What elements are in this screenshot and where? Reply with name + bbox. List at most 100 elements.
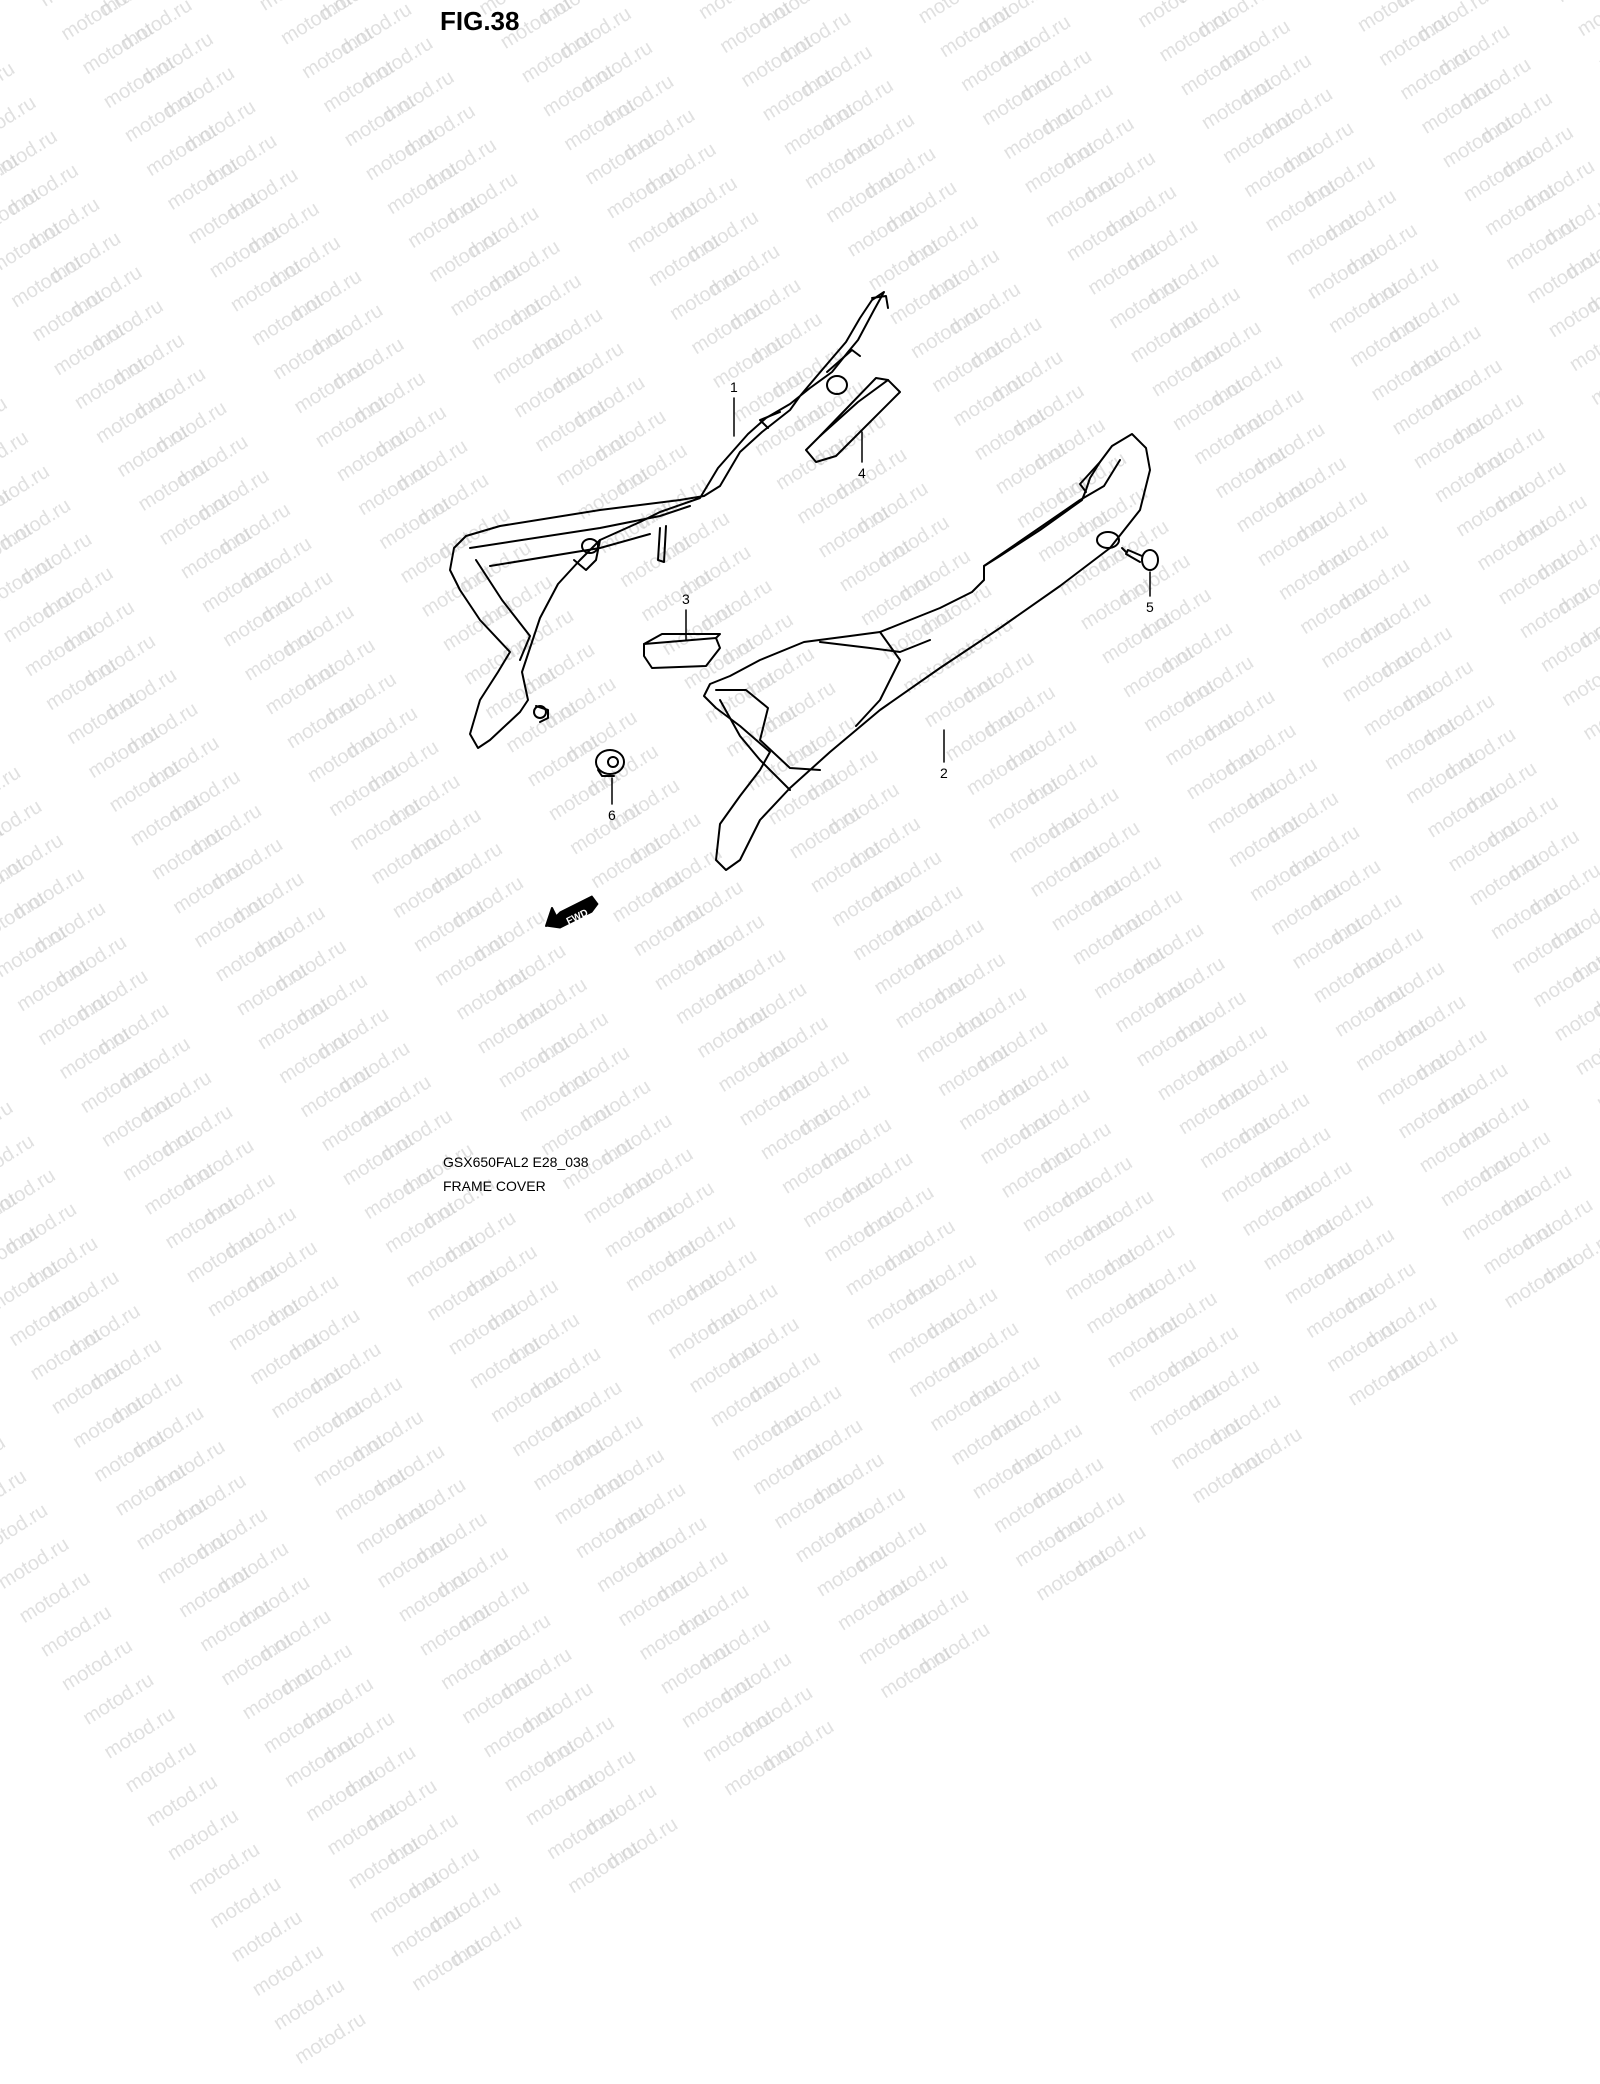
watermark-text: motod.ru [1086, 1363, 1185, 1446]
watermark-text: motod.ru [1221, 1232, 1320, 1315]
callout-1: 1 [730, 379, 738, 395]
part-pad-4 [806, 378, 900, 462]
watermark-text: motod.ru [228, 1380, 327, 1463]
watermark-text: motod.ru [79, 1662, 178, 1745]
part-grommet-6 [596, 750, 624, 776]
watermark-text: motod.ru [455, 1569, 554, 1652]
watermark-text: motod.ru [348, 1919, 447, 2002]
watermark-text: motod.ru [604, 1287, 703, 1370]
watermark-text: motod.ru [66, 1293, 165, 1376]
watermark-text: motod.ru [341, 1734, 440, 1817]
watermark-text: motod.ru [816, 1626, 915, 1709]
watermark-text: motod.ru [596, 1622, 695, 1705]
watermark-text: motod.ru [738, 1675, 837, 1758]
watermark-text: motod.ru [1419, 1202, 1518, 1285]
section-name: FRAME COVER [443, 1178, 546, 1194]
watermark-text: motod.ru [16, 1560, 115, 1643]
leader-lines [612, 398, 1150, 804]
watermark-text: motod.ru [1022, 1261, 1121, 1344]
watermark-text: motod.ru [0, 1492, 72, 1575]
watermark-text: motod.ru [603, 1806, 702, 1889]
watermark-text: motod.ru [887, 1393, 986, 1476]
watermark-text: motod.ru [880, 1208, 979, 1291]
watermark-text: motod.ru [0, 1425, 30, 1508]
watermark-text: motod.ru [172, 1463, 271, 1546]
watermark-text: motod.ru [369, 1953, 468, 2036]
watermark-text: motod.ru [795, 1592, 894, 1675]
watermark-text: motod.ru [115, 1545, 214, 1628]
watermark-text: motod.ru [1362, 1285, 1461, 1368]
watermark-text: motod.ru [490, 1452, 589, 1535]
watermark-text: motod.ru [830, 1476, 929, 1559]
watermark-text: motod.ru [681, 1758, 780, 1841]
watermark-text: motod.ru [1227, 1416, 1326, 1499]
watermark-text: motod.ru [802, 1257, 901, 1340]
watermark-text: motod.ru [243, 1230, 342, 1313]
watermark-text: motod.ru [23, 1225, 122, 1308]
watermark-text: motod.ru [639, 1690, 738, 1773]
watermark-text: motod.ru [462, 1753, 561, 1836]
watermark-text: motod.ru [356, 1584, 455, 1667]
watermark-text: motod.ru [363, 1249, 462, 1332]
watermark-text: motod.ru [562, 1219, 661, 1302]
watermark-text: motod.ru [0, 1274, 44, 1357]
watermark-text: motod.ru [575, 1588, 674, 1671]
watermark-text: motod.ru [406, 1317, 505, 1400]
watermark-text: motod.ru [271, 1448, 370, 1531]
watermark-text: motod.ru [674, 1573, 773, 1656]
exploded-diagram: FWD 1 2 3 4 5 6 [0, 0, 1600, 1200]
watermark-text: motod.ru [427, 1350, 526, 1433]
watermark-text: motod.ru [1008, 1412, 1107, 1495]
watermark-text: motod.ru [986, 1378, 1085, 1461]
watermark-text: motod.ru [660, 1724, 759, 1807]
watermark-text: motod.ru [1043, 1295, 1142, 1378]
watermark-text: motod.ru [873, 1543, 972, 1626]
watermark-text: motod.ru [568, 1403, 667, 1486]
part-frame-cover-lower [704, 434, 1150, 870]
watermark-text: motod.ru [391, 1467, 490, 1550]
watermark-text: motod.ru [1263, 1300, 1362, 1383]
watermark-text: motod.ru [87, 1327, 186, 1410]
watermark-text: motod.ru [285, 1297, 384, 1380]
watermark-text: motod.ru [1461, 1270, 1560, 1353]
watermark-text: motod.ru [951, 1495, 1050, 1578]
watermark-text: motod.ru [1001, 1228, 1100, 1311]
watermark-text: motod.ru [809, 1442, 908, 1525]
watermark-text: motod.ru [0, 1342, 87, 1425]
watermark-text: motod.ru [327, 1885, 426, 1968]
watermark-text: motod.ru [221, 1715, 320, 1798]
watermark-text: motod.ru [185, 1832, 284, 1915]
watermark-text: motod.ru [440, 1719, 539, 1802]
watermark-text: motod.ru [625, 1321, 724, 1404]
watermark-text: motod.ru [157, 1613, 256, 1696]
watermark-text: motod.ru [632, 1505, 731, 1588]
watermark-text: motod.ru [505, 1302, 604, 1385]
watermark-text: motod.ru [0, 1526, 94, 1609]
watermark-text: motod.ru [923, 1276, 1022, 1359]
watermark-text: motod.ru [554, 1554, 653, 1637]
watermark-text: motod.ru [504, 1821, 603, 1904]
watermark-text: motod.ru [108, 1361, 207, 1444]
watermark-text: motod.ru [525, 1855, 624, 1938]
watermark-text: motod.ru [1185, 1348, 1284, 1431]
watermark-text: motod.ru [412, 1501, 511, 1584]
watermark-text: motod.ru [894, 1577, 993, 1660]
watermark-text: motod.ru [1050, 1480, 1149, 1563]
watermark-text: motod.ru [0, 1240, 23, 1323]
watermark-text: motod.ru [448, 1384, 547, 1467]
watermark-text: motod.ru [1284, 1334, 1383, 1417]
watermark-text: motod.ru [328, 1365, 427, 1448]
watermark-text: motod.ru [334, 1550, 433, 1633]
watermark-text: motod.ru [0, 1391, 9, 1474]
watermark-text: motod.ru [852, 1509, 951, 1592]
watermark-text: motod.ru [512, 1486, 611, 1569]
watermark-text: motod.ru [313, 1516, 412, 1599]
watermark-text: motod.ru [866, 1359, 965, 1442]
watermark-text: motod.ru [1128, 1431, 1227, 1514]
watermark-text: motod.ru [788, 1408, 887, 1491]
watermark-text: motod.ru [178, 1647, 277, 1730]
watermark-text: motod.ru [1242, 1266, 1341, 1349]
watermark-text: motod.ru [682, 1238, 781, 1321]
watermark-text: motod.ru [980, 1194, 1079, 1277]
watermark-text: motod.ru [774, 1558, 873, 1641]
